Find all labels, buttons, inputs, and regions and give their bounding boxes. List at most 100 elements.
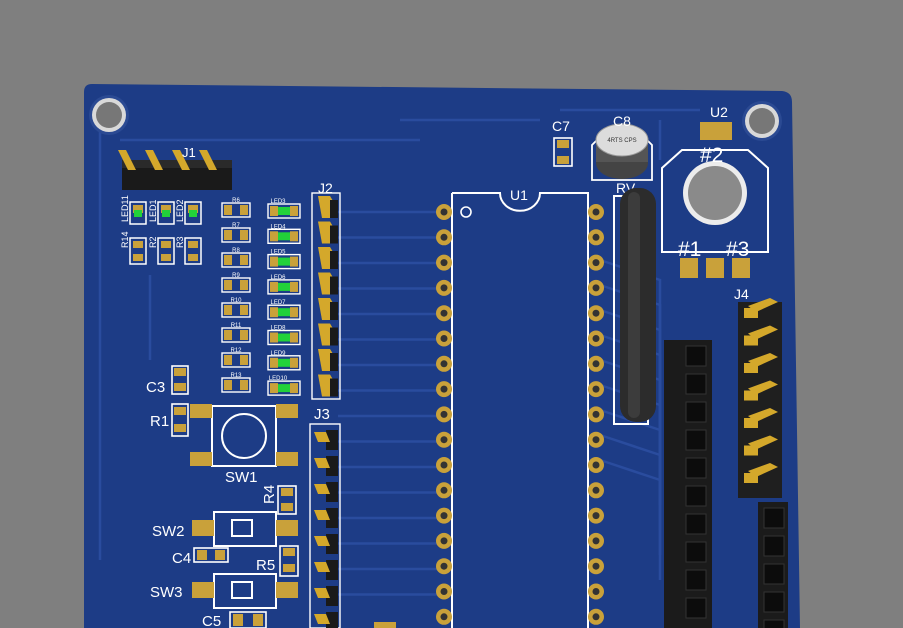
header-pin-base bbox=[744, 445, 758, 456]
led-body bbox=[278, 333, 290, 342]
r14-label: R14 bbox=[120, 231, 130, 248]
header-body bbox=[326, 534, 338, 554]
header-pin bbox=[314, 536, 330, 546]
r5-pad-a bbox=[283, 548, 295, 556]
socket-hole bbox=[685, 541, 707, 563]
led-label: LED6 bbox=[270, 275, 286, 281]
r1-label: R1 bbox=[150, 413, 169, 430]
resistor-pad bbox=[240, 380, 248, 390]
pin-hole bbox=[592, 360, 600, 368]
led-label: LED9 bbox=[270, 351, 286, 357]
resistor-label: R10 bbox=[230, 298, 242, 304]
pin-hole bbox=[592, 410, 600, 418]
resistor-pad bbox=[240, 255, 248, 265]
pin-hole bbox=[440, 461, 448, 469]
resistor-pad bbox=[224, 330, 232, 340]
pin-hole bbox=[592, 537, 600, 545]
pin-hole bbox=[440, 537, 448, 545]
led-label: LED7 bbox=[270, 300, 286, 306]
pin-hole bbox=[440, 486, 448, 494]
resistor-pad bbox=[224, 355, 232, 365]
u2-pin3-label: #3 bbox=[726, 238, 749, 261]
pin-hole bbox=[592, 335, 600, 342]
header-pin bbox=[314, 510, 330, 520]
socket-hole bbox=[685, 457, 707, 479]
resistor-pad bbox=[240, 205, 248, 215]
pin-hole bbox=[592, 233, 600, 241]
resistor-outline bbox=[221, 352, 251, 368]
socket-hole bbox=[763, 619, 785, 628]
led-pad bbox=[290, 357, 298, 368]
r3-label: R3 bbox=[175, 236, 185, 248]
header-pin bbox=[314, 562, 330, 572]
resistor-pad bbox=[224, 305, 232, 315]
led-pad bbox=[290, 332, 298, 343]
u2-label: U2 bbox=[710, 104, 728, 120]
socket-hole bbox=[763, 507, 785, 529]
socket-hole bbox=[763, 563, 785, 585]
header-body bbox=[330, 251, 338, 269]
pin-hole bbox=[440, 410, 448, 418]
pin-hole bbox=[440, 588, 448, 595]
j2-header bbox=[311, 192, 341, 400]
u1-label: U1 bbox=[510, 187, 528, 203]
header-body bbox=[330, 353, 338, 371]
j2-label: J2 bbox=[318, 180, 333, 196]
c4-outline bbox=[193, 547, 229, 563]
header-pin bbox=[314, 458, 330, 468]
c7-outline bbox=[553, 137, 573, 167]
resistor-outline bbox=[221, 202, 251, 218]
c3-label: C3 bbox=[146, 379, 165, 396]
pin-hole bbox=[440, 385, 448, 393]
led-outline bbox=[267, 279, 301, 295]
r4-pad-b bbox=[281, 503, 293, 511]
pin-hole bbox=[592, 512, 600, 520]
pin-hole bbox=[440, 436, 448, 444]
led-body bbox=[278, 384, 290, 393]
pin-hole bbox=[440, 613, 448, 621]
pin-hole bbox=[592, 259, 600, 267]
resistor-label: R13 bbox=[230, 373, 242, 379]
header-body bbox=[326, 430, 338, 450]
u1-pins bbox=[436, 204, 604, 625]
led-body bbox=[278, 282, 290, 291]
socket-hole bbox=[685, 485, 707, 507]
pin-hole bbox=[592, 208, 600, 216]
r5-label: R5 bbox=[256, 557, 275, 574]
socket-hole bbox=[685, 569, 707, 591]
resistor-outline bbox=[221, 302, 251, 318]
pin-hole bbox=[440, 233, 448, 241]
header-pin bbox=[314, 614, 330, 624]
u2-pin1-label: #1 bbox=[678, 238, 701, 261]
pin-hole bbox=[440, 309, 448, 317]
r1-outline bbox=[171, 403, 189, 437]
r4-pad-a bbox=[281, 488, 293, 496]
header-body bbox=[326, 560, 338, 580]
pin-hole bbox=[592, 613, 600, 621]
j3-label: J3 bbox=[314, 406, 330, 423]
header-body bbox=[330, 378, 338, 397]
c5-label: C5 bbox=[202, 613, 221, 628]
c7-pad-a bbox=[557, 140, 569, 148]
pin-hole bbox=[440, 512, 448, 520]
j3-header bbox=[309, 423, 341, 628]
j2-outline bbox=[311, 192, 341, 400]
resistor-outline bbox=[221, 377, 251, 393]
socket-hole bbox=[685, 429, 707, 451]
pin-hole bbox=[592, 486, 600, 494]
sw3-label: SW3 bbox=[150, 584, 183, 601]
c5-outline bbox=[229, 611, 267, 628]
u2-pin2-label: #2 bbox=[700, 144, 723, 167]
led-pad bbox=[270, 357, 278, 368]
led-label: LED5 bbox=[270, 250, 286, 256]
trace bbox=[599, 458, 662, 580]
resistor-label: R9 bbox=[232, 273, 240, 279]
c3-outline bbox=[171, 365, 189, 395]
header-pin-base bbox=[744, 363, 758, 373]
led-pad bbox=[270, 383, 278, 394]
header-pin-base bbox=[744, 335, 758, 346]
resistor-label: R7 bbox=[232, 223, 240, 229]
rv-cable bbox=[620, 188, 656, 422]
led-outline bbox=[267, 253, 301, 270]
